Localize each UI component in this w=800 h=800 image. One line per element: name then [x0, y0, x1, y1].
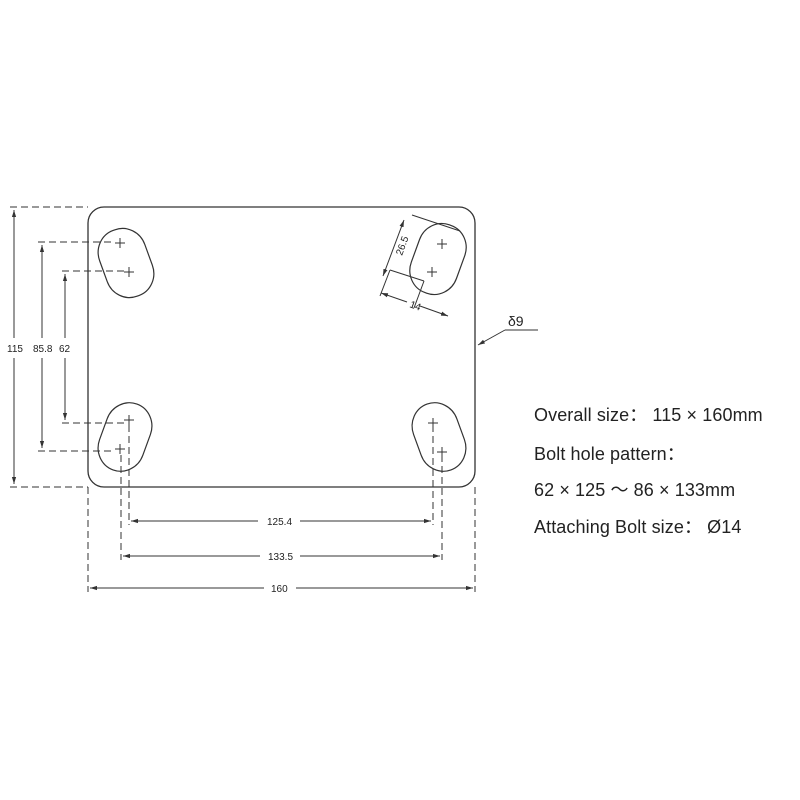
dim-width-inner: 125.4	[267, 517, 292, 528]
spec-bolt-pattern-label: Bolt hole pattern：	[534, 444, 685, 464]
dim-thickness: δ9	[508, 313, 524, 329]
vertical-dimension-lines	[11, 210, 68, 484]
dim-width-outer: 133.5	[268, 552, 293, 563]
dim-height-overall: 115	[7, 344, 23, 355]
slot-top-right	[409, 222, 467, 296]
slot-bottom-left	[97, 402, 153, 472]
thickness-leader	[477, 329, 538, 346]
spec-bolt-size: Attaching Bolt size： Ø14	[534, 517, 742, 537]
dim-slot-width: 14	[408, 299, 423, 313]
dim-width-overall: 160	[271, 584, 288, 595]
dim-hole-span-outer: 85.8	[33, 344, 53, 355]
slot-dimension-lines	[379, 214, 461, 317]
slot-bottom-right	[411, 402, 467, 472]
slot-top-left	[97, 227, 155, 299]
spec-overall-size: Overall size： 115 × 160mm	[534, 405, 763, 425]
dim-hole-span-inner: 62	[59, 344, 71, 355]
plate-outline	[87, 206, 476, 488]
horizontal-dimension-lines	[90, 518, 473, 591]
extension-lines-left	[10, 206, 124, 488]
extension-lines-bottom	[87, 425, 476, 592]
spec-bolt-pattern-value: 62 × 125 ～ 86 × 133mm	[534, 480, 736, 500]
